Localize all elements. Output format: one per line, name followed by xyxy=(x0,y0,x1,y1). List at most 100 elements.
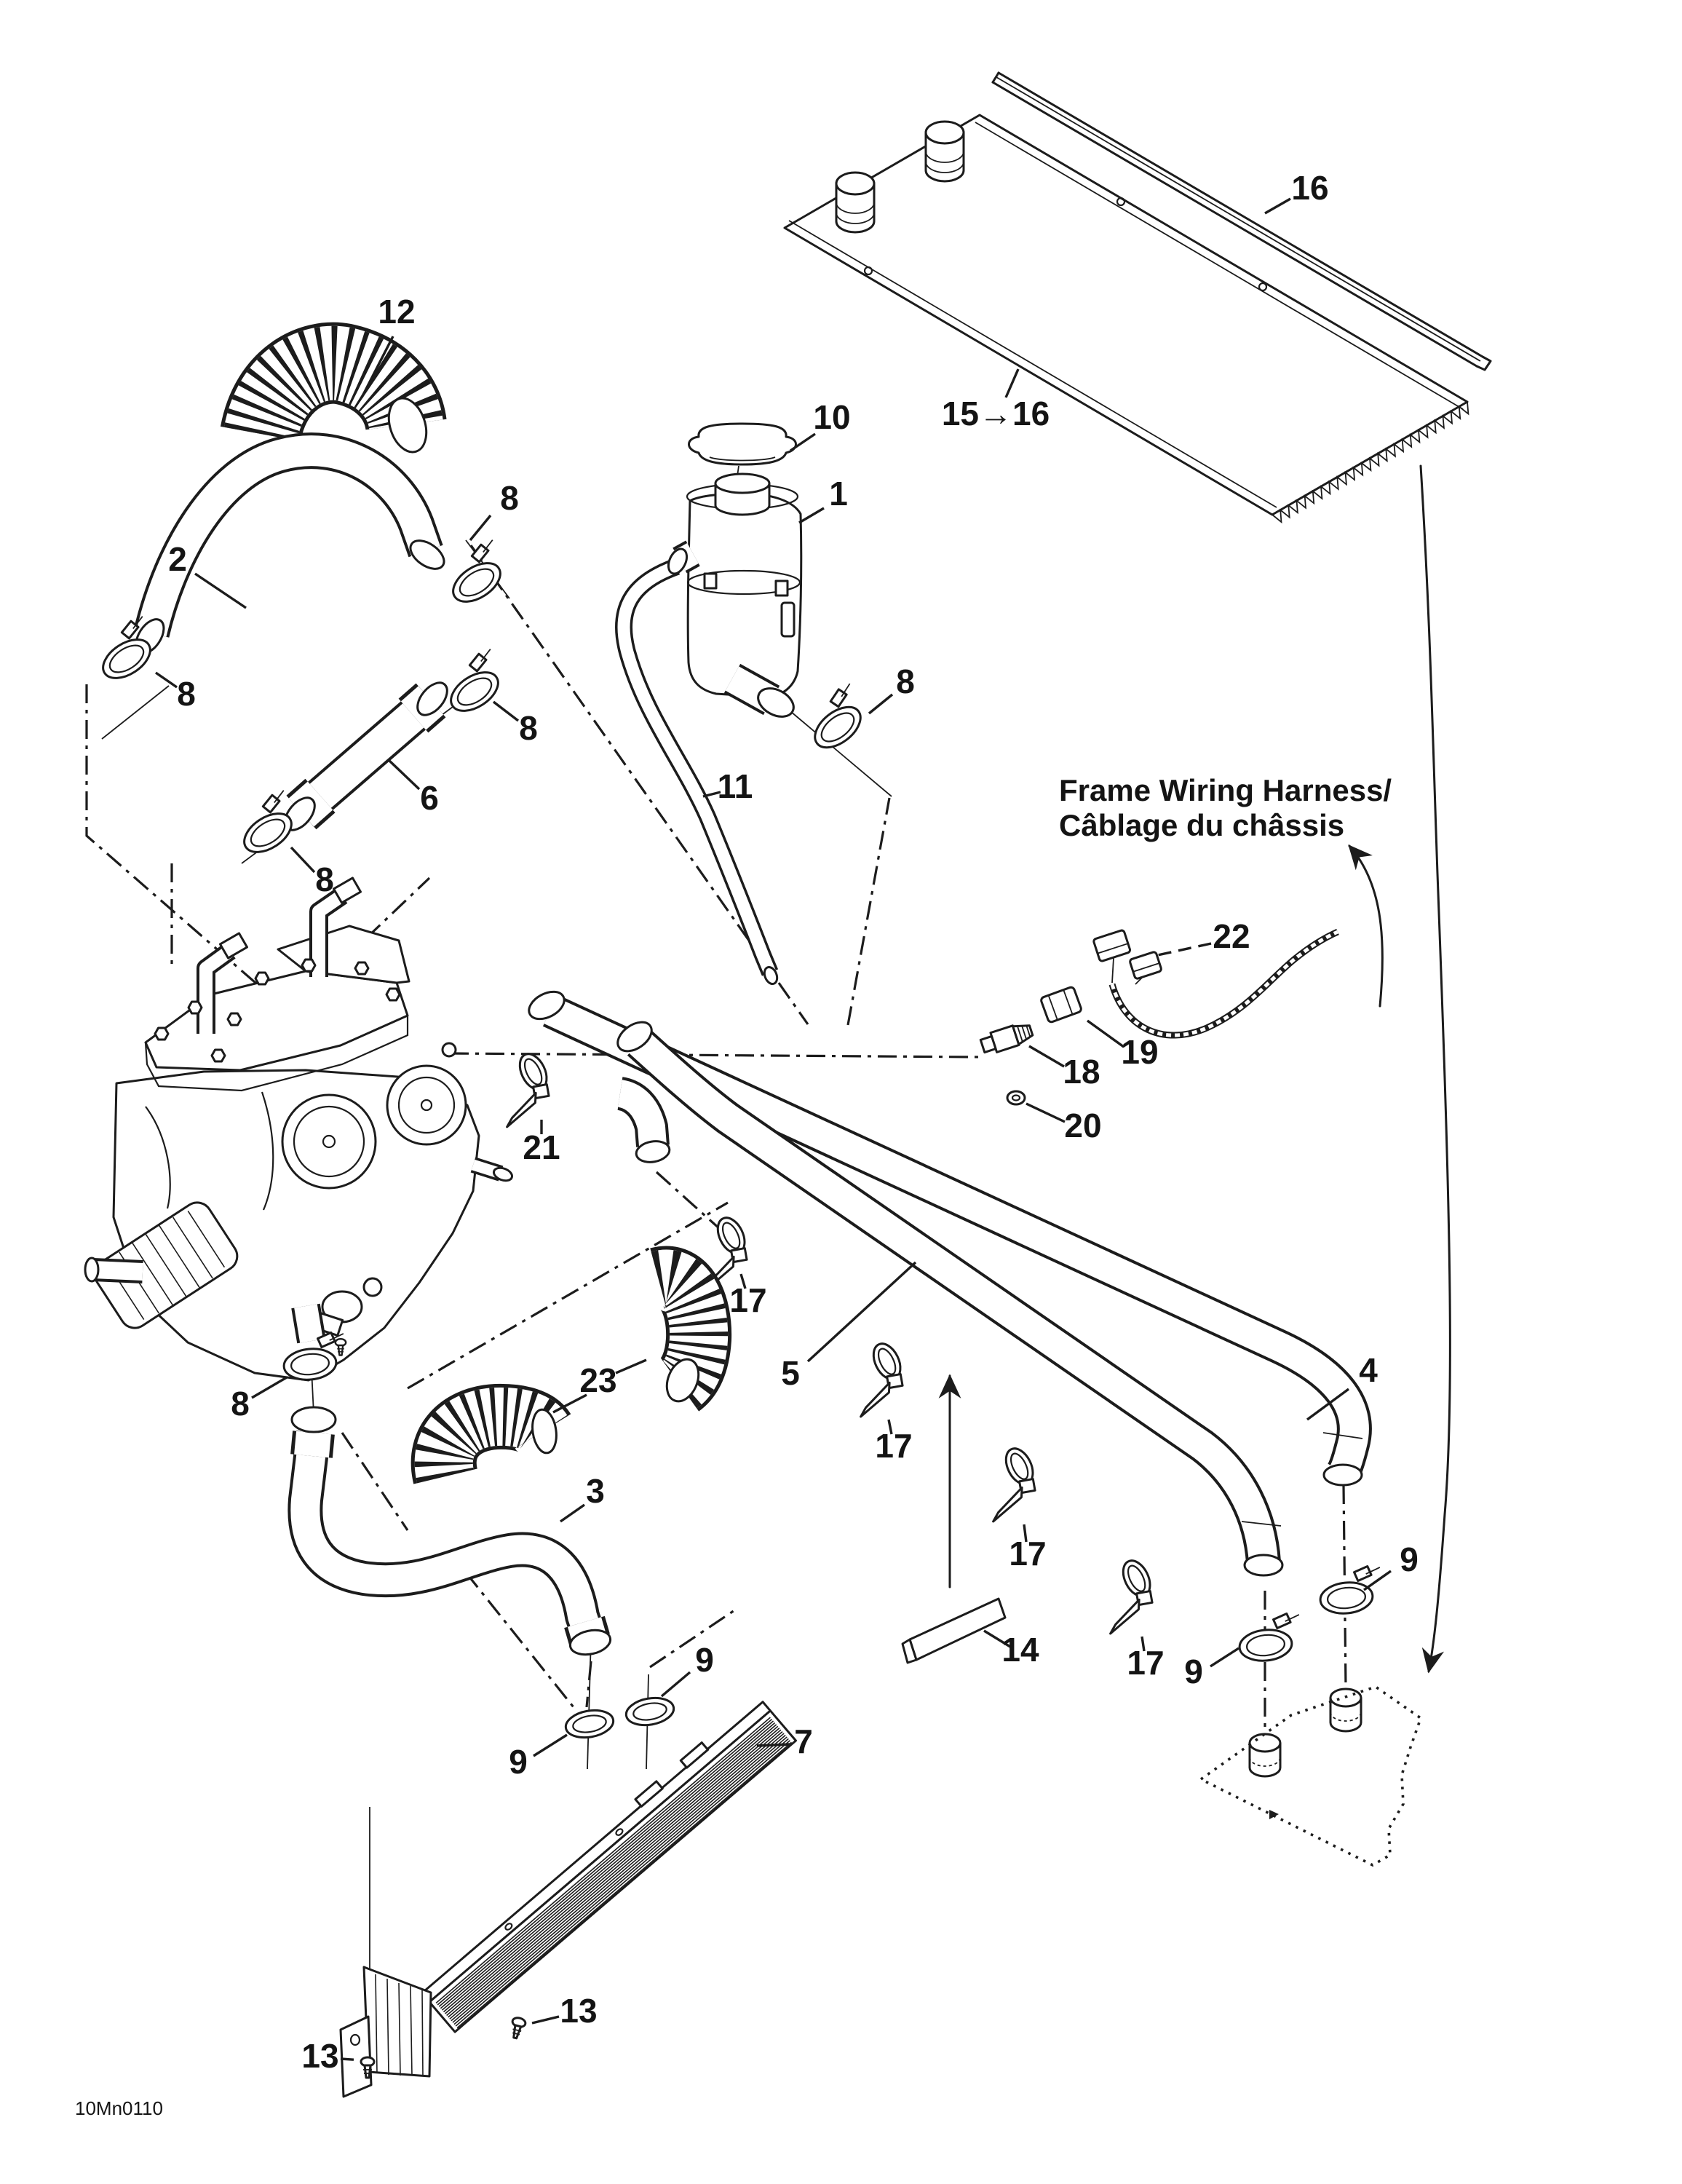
clamp-8-b xyxy=(437,537,517,611)
callout-label: 9 xyxy=(1184,1653,1203,1690)
corrugated-elbow-23-right xyxy=(650,1246,732,1412)
cable-tie-17-3 xyxy=(980,1441,1046,1523)
callout-5-19: 5 xyxy=(781,1261,917,1392)
callout-13-33: 13 xyxy=(301,2037,362,2075)
screw-13-right xyxy=(507,2015,528,2041)
callout-label: 9 xyxy=(695,1641,714,1679)
cable-tie-21 xyxy=(493,1046,560,1128)
callout-leader xyxy=(806,1261,917,1363)
callout-label: 9 xyxy=(1400,1540,1419,1578)
cable-tie-17-2 xyxy=(847,1336,913,1418)
callout-label: 10 xyxy=(813,398,850,436)
callout-label: 2 xyxy=(168,540,187,578)
callout-9-26: 9 xyxy=(1363,1540,1419,1591)
tank-cap-10 xyxy=(688,422,797,466)
callout-leader xyxy=(1154,942,1212,957)
callout-10-3: 10 xyxy=(790,398,851,452)
callout-14-31: 14 xyxy=(983,1629,1039,1669)
panel-to-chassis-arrow xyxy=(1419,464,1451,1674)
callout-2-2: 2 xyxy=(168,540,247,609)
callout-leader xyxy=(552,1393,587,1414)
output-shaft xyxy=(84,1257,143,1283)
callout-label: 7 xyxy=(794,1722,813,1760)
engine-outlet-elbow xyxy=(616,1077,671,1163)
callout-label: 14 xyxy=(1001,1631,1039,1669)
hose-5 xyxy=(616,1021,1284,1577)
callout-leader xyxy=(194,572,247,609)
cooler-panel-15 xyxy=(783,114,1469,524)
callout-8-1: 8 xyxy=(469,479,519,542)
temp-sensor-boss xyxy=(441,1042,457,1058)
callout-label: 18 xyxy=(1063,1053,1100,1091)
callout-label: 1 xyxy=(829,475,848,513)
callout-12-0: 12 xyxy=(360,293,416,398)
callout-leader xyxy=(1026,1102,1066,1123)
callout-leader xyxy=(868,693,894,715)
connectors-22 xyxy=(1092,929,1162,985)
callout-label: 17 xyxy=(729,1281,766,1319)
callout-leader xyxy=(1087,1019,1124,1048)
callout-label: 12 xyxy=(378,293,415,331)
callout-11-10: 11 xyxy=(702,767,753,805)
callout-label: 8 xyxy=(315,860,334,898)
callout-leader xyxy=(155,671,178,689)
carburetors xyxy=(281,1064,514,1190)
radiator-fins xyxy=(435,1717,793,2029)
callout-leader xyxy=(560,1503,585,1523)
callout-label: 4 xyxy=(1359,1351,1378,1389)
callout-leader xyxy=(798,507,825,524)
harness-wire xyxy=(1108,928,1339,1039)
callout-label: 20 xyxy=(1064,1107,1101,1144)
hose-6 xyxy=(284,681,448,831)
harness-label-line2: Câblage du châssis xyxy=(1059,808,1344,842)
callout-leader xyxy=(387,759,421,791)
callout-17-21: 17 xyxy=(1009,1524,1047,1572)
panel-stub-right xyxy=(924,120,965,183)
callout-leader xyxy=(533,1733,568,1757)
corrugated-elbow-23-left xyxy=(410,1383,571,1484)
callout-4-25: 4 xyxy=(1306,1351,1378,1421)
callout-9-29: 9 xyxy=(509,1733,568,1781)
callout-label: 6 xyxy=(420,779,439,817)
callout-9-27: 9 xyxy=(1184,1647,1239,1690)
callout-21-17: 21 xyxy=(523,1120,560,1166)
callout-label: 9 xyxy=(509,1743,528,1781)
rail-16 xyxy=(991,71,1492,371)
callout-3-24: 3 xyxy=(560,1472,605,1523)
radiator-7 xyxy=(339,1701,797,2098)
callout-layer: 128210188688111615→162219182021175171717… xyxy=(155,169,1419,2075)
callout-leader xyxy=(290,846,316,874)
callout-leader xyxy=(983,1629,1011,1648)
callout-label: 17 xyxy=(1127,1644,1164,1682)
callout-leader xyxy=(469,514,492,542)
callout-label: 8 xyxy=(896,662,915,700)
callout-leader xyxy=(615,1358,647,1374)
harness-label-line1: Frame Wiring Harness/ xyxy=(1059,773,1392,807)
callout-23-23: 23 xyxy=(552,1358,647,1414)
callout-8-9: 8 xyxy=(290,846,334,898)
clamp-9-right xyxy=(1316,1564,1386,1618)
callout-label: 17 xyxy=(1009,1535,1046,1572)
callout-label: 8 xyxy=(231,1385,250,1423)
callout-leader xyxy=(251,1376,287,1399)
hose-11 xyxy=(614,558,779,986)
chassis-outline xyxy=(1198,1685,1423,1867)
bar-14 xyxy=(901,1597,1007,1664)
clamp-9-left xyxy=(1235,1611,1305,1665)
callout-leader xyxy=(756,1743,790,1747)
connector-19 xyxy=(1040,986,1082,1024)
callout-leader xyxy=(492,700,520,722)
cable-tie-17-4 xyxy=(1097,1553,1163,1635)
document-code: 10Mn0110 xyxy=(75,2097,163,2119)
clamp-8-e xyxy=(798,681,877,757)
tank-bottom-outlet xyxy=(723,663,795,718)
callout-leader xyxy=(1264,197,1291,215)
callout-label: 8 xyxy=(177,675,196,713)
callout-label: 19 xyxy=(1121,1033,1158,1071)
callout-17-20: 17 xyxy=(875,1419,913,1465)
callout-label: 22 xyxy=(1213,917,1250,955)
hose-3 xyxy=(287,1406,612,1656)
callout-label: 11 xyxy=(718,767,753,805)
